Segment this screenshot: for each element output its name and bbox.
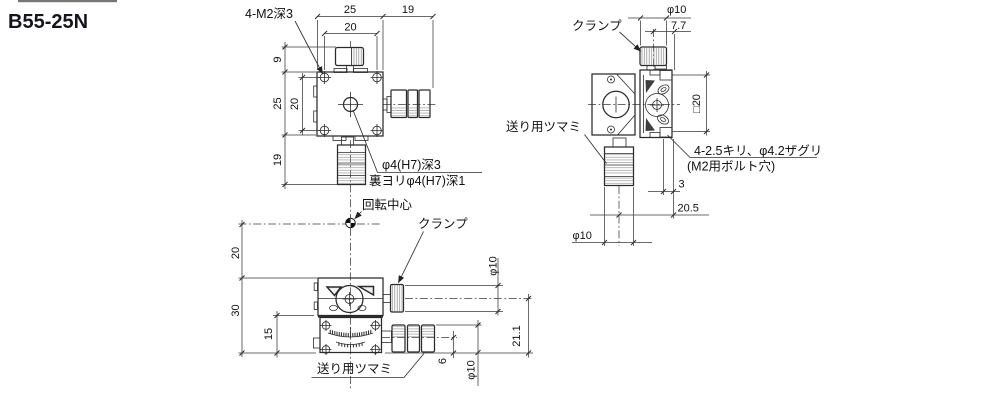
label-corner-tap: 4-M2深3	[245, 7, 293, 21]
side-body-left-block	[591, 73, 636, 136]
dim-lower-height: 15	[263, 328, 275, 340]
clamp-wedge	[645, 118, 655, 131]
dim-clamp-offset: 7.7	[671, 20, 686, 32]
center-hole	[338, 92, 363, 117]
dim-left-knob: 19	[272, 154, 284, 166]
cropped-edge-remnant	[18, 0, 117, 3]
clamp-knob-side-view	[639, 46, 668, 67]
dim-feed-dia: φ10	[573, 230, 592, 242]
stage-body-top-view	[316, 71, 384, 137]
dim-center-to-edge: 20.5	[678, 203, 699, 215]
side-gib-screw	[313, 110, 318, 123]
label-mount-holes: 4-2.5キリ、φ4.2ザグリ	[694, 144, 822, 158]
dim-feed-offset: 6	[437, 358, 449, 364]
feed-stem	[381, 330, 392, 343]
knob-base-plate	[332, 135, 347, 141]
label-center-hole: φ4(H7)深3	[382, 158, 441, 172]
side-view: φ10 7.7 □20 3 20.5 φ10 クランプ 送り用ツマミ 4-2.5…	[506, 4, 822, 246]
part-number-title: B55-25N	[8, 11, 88, 33]
dim-upper-height: 20	[230, 247, 242, 259]
dim-top-inner-width: 20	[344, 22, 356, 34]
knob-base-plate	[354, 135, 369, 141]
x-feed-knob	[382, 89, 431, 119]
feed-knob-front-view	[391, 324, 436, 353]
dim-feed-dia-front: φ10	[466, 360, 478, 379]
label-feed-front: 送り用ツマミ	[317, 361, 392, 376]
knob-base-plate	[333, 68, 348, 73]
dim-left-inner-height: 20	[289, 98, 301, 110]
side-gib-screw	[313, 85, 318, 98]
dim-top-knob: 19	[402, 4, 414, 16]
label-clamp-front: クランプ	[418, 217, 468, 231]
dim-center-height: 21.1	[511, 325, 523, 346]
clamp-stem	[382, 294, 391, 303]
clamp-wedge	[356, 285, 375, 297]
side-view-callouts: クランプ 送り用ツマミ 4-2.5キリ、φ4.2ザグリ (M2用ボルト穴)	[506, 19, 822, 174]
top-view-callouts: 4-M2深3 φ4(H7)深3 裏ヨリφ4(H7)深1	[245, 7, 482, 188]
feed-stem	[612, 137, 627, 148]
label-clamp-side: クランプ	[572, 19, 622, 33]
front-view: 20 30 15 φ10 21.1 6 φ10 回転中心 クランプ 送り用ツマミ	[230, 197, 533, 386]
feed-knob-side-view	[603, 146, 635, 187]
clamp-stem	[346, 65, 354, 73]
dim-top-width: 25	[344, 4, 356, 16]
label-mount-holes-note: (M2用ボルト穴)	[687, 159, 775, 174]
rotation-center-marker	[345, 217, 356, 229]
clamp-knob-top-view	[334, 46, 365, 67]
label-center-hole-back: 裏ヨリφ4(H7)深1	[369, 173, 465, 188]
dim-clamp-dia-front: φ10	[488, 256, 500, 275]
front-view-callouts: 回転中心 クランプ 送り用ツマミ	[311, 197, 468, 378]
clamp-wedge	[645, 80, 655, 93]
dim-left-height: 25	[272, 97, 284, 109]
label-feed-side: 送り用ツマミ	[506, 119, 581, 134]
side-body-right-block	[639, 69, 673, 139]
front-lower-block	[313, 316, 383, 355]
dim-edge-offset: 3	[679, 179, 685, 191]
label-rotation-center: 回転中心	[362, 197, 413, 212]
front-view-dimensions: 20 30 15 φ10 21.1 6 φ10	[230, 220, 533, 386]
top-view: 25 19 20 9 25 19 20 4-M2深3 φ4(H7)深3 裏ヨリφ…	[245, 4, 482, 390]
dim-total-height: 30	[230, 304, 242, 316]
base-screws	[320, 320, 381, 355]
side-view-dimensions: φ10 7.7 □20 3 20.5 φ10	[572, 4, 710, 246]
front-upper-block	[313, 277, 384, 317]
dim-left-offset: 9	[272, 56, 284, 62]
clamp-knob-front-view	[389, 283, 405, 313]
dim-clamp-dia: φ10	[667, 4, 686, 16]
feed-knob-top-view	[336, 144, 367, 186]
dim-square-size: □20	[691, 94, 703, 113]
feed-stem	[341, 136, 354, 146]
